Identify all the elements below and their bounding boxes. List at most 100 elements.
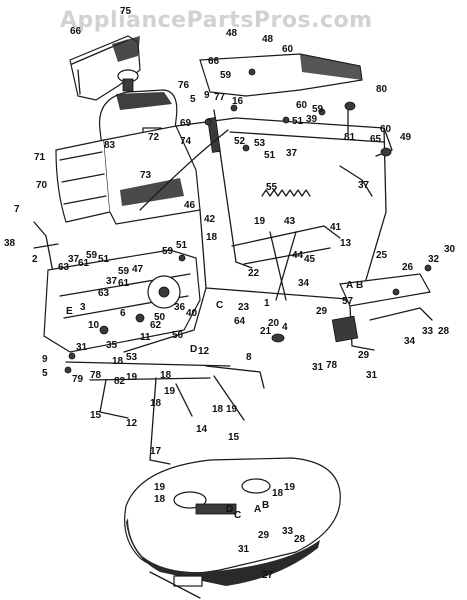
hole-mark-a: A <box>254 504 261 515</box>
part-ref-60: 60 <box>282 44 294 55</box>
part-ref-66: 66 <box>70 26 82 37</box>
part-ref-53: 53 <box>254 138 266 149</box>
part-ref-28: 28 <box>438 326 450 337</box>
hole-mark-d: D <box>190 344 197 355</box>
part-ref-48: 48 <box>262 34 274 45</box>
part-ref-37: 37 <box>106 276 118 287</box>
part-ref-22: 22 <box>248 268 260 279</box>
part-ref-61: 61 <box>78 258 90 269</box>
seat-pan-part <box>69 35 141 101</box>
part-ref-49: 49 <box>400 132 412 143</box>
part-ref-63: 63 <box>98 288 110 299</box>
part-ref-19: 19 <box>164 386 176 397</box>
hole-mark-c: C <box>234 510 241 521</box>
part-ref-9: 9 <box>42 354 48 365</box>
part-ref-19: 19 <box>284 482 296 493</box>
part-ref-2: 2 <box>32 254 38 265</box>
part-ref-17: 17 <box>150 446 162 457</box>
part-ref-31: 31 <box>238 544 250 555</box>
part-ref-29: 29 <box>358 350 370 361</box>
part-ref-19: 19 <box>154 482 166 493</box>
part-ref-19: 19 <box>126 372 138 383</box>
hardware-fasteners-part <box>64 68 432 374</box>
part-ref-52: 52 <box>234 136 246 147</box>
part-ref-18: 18 <box>150 398 162 409</box>
part-ref-15: 15 <box>228 432 240 443</box>
part-ref-41: 41 <box>330 222 342 233</box>
part-ref-57: 57 <box>342 296 354 307</box>
part-ref-53: 53 <box>126 352 138 363</box>
part-ref-34: 34 <box>298 278 310 289</box>
part-ref-30: 30 <box>444 244 456 255</box>
part-ref-66: 66 <box>208 56 220 67</box>
part-ref-59: 59 <box>86 250 98 261</box>
part-ref-59: 59 <box>220 70 232 81</box>
part-ref-50: 50 <box>154 312 166 323</box>
mower-deck-part <box>124 457 341 599</box>
part-ref-14: 14 <box>196 424 208 435</box>
part-ref-10: 10 <box>88 320 100 331</box>
part-ref-32: 32 <box>428 254 440 265</box>
main-frame-part <box>123 53 393 353</box>
part-ref-45: 45 <box>304 254 316 265</box>
part-ref-26: 26 <box>402 262 414 273</box>
fender-part <box>55 117 237 225</box>
part-ref-18: 18 <box>206 232 218 243</box>
part-ref-21: 21 <box>260 326 272 337</box>
part-ref-13: 13 <box>340 238 352 249</box>
part-ref-38: 38 <box>4 238 16 249</box>
part-ref-55: 55 <box>266 182 278 193</box>
part-ref-16: 16 <box>232 96 244 107</box>
part-ref-33: 33 <box>422 326 434 337</box>
part-ref-33: 33 <box>282 526 294 537</box>
part-ref-3: 3 <box>80 302 86 313</box>
part-ref-74: 74 <box>180 136 192 147</box>
rockshaft-part <box>231 225 341 343</box>
part-ref-73: 73 <box>140 170 152 181</box>
part-ref-28: 28 <box>294 534 306 545</box>
part-ref-36: 36 <box>174 302 186 313</box>
part-ref-37: 37 <box>286 148 298 159</box>
part-ref-7: 7 <box>14 204 20 215</box>
part-ref-51: 51 <box>176 240 188 251</box>
side-plate-part <box>43 249 201 353</box>
part-ref-61: 61 <box>118 278 130 289</box>
hole-mark-e: E <box>66 306 73 317</box>
part-ref-62: 62 <box>150 320 162 331</box>
spring-part <box>261 189 311 197</box>
part-ref-1: 1 <box>264 298 270 309</box>
part-ref-79: 79 <box>72 374 84 385</box>
part-ref-43: 43 <box>284 216 296 227</box>
part-ref-5: 5 <box>190 94 196 105</box>
part-ref-82: 82 <box>114 376 126 387</box>
part-ref-39: 39 <box>306 114 318 125</box>
part-ref-51: 51 <box>264 150 276 161</box>
reference-labels: 75 66 48 48 60 66 59 76 5 9 77 16 60 59 … <box>4 6 456 581</box>
part-ref-60: 60 <box>380 124 392 135</box>
part-ref-5: 5 <box>42 368 48 379</box>
part-ref-15: 15 <box>90 410 102 421</box>
part-ref-72: 72 <box>148 132 160 143</box>
part-ref-20: 20 <box>268 318 280 329</box>
part-ref-29: 29 <box>258 530 270 541</box>
part-ref-29: 29 <box>316 306 328 317</box>
part-ref-69: 69 <box>180 118 192 129</box>
part-ref-47: 47 <box>132 264 144 275</box>
part-ref-31: 31 <box>312 362 324 373</box>
part-ref-44: 44 <box>292 250 304 261</box>
part-ref-80: 80 <box>376 84 388 95</box>
part-ref-11: 11 <box>140 332 151 343</box>
hole-mark-b: B <box>356 280 363 291</box>
right-bracket-part <box>339 101 392 197</box>
part-ref-59: 59 <box>312 104 324 115</box>
lift-rod-part <box>207 109 253 269</box>
part-ref-78: 78 <box>90 370 102 381</box>
part-ref-51: 51 <box>98 254 110 265</box>
part-ref-48: 48 <box>226 28 238 39</box>
part-ref-19: 19 <box>254 216 266 227</box>
part-ref-18: 18 <box>154 494 166 505</box>
part-ref-76: 76 <box>178 80 190 91</box>
part-ref-37: 37 <box>358 180 370 191</box>
